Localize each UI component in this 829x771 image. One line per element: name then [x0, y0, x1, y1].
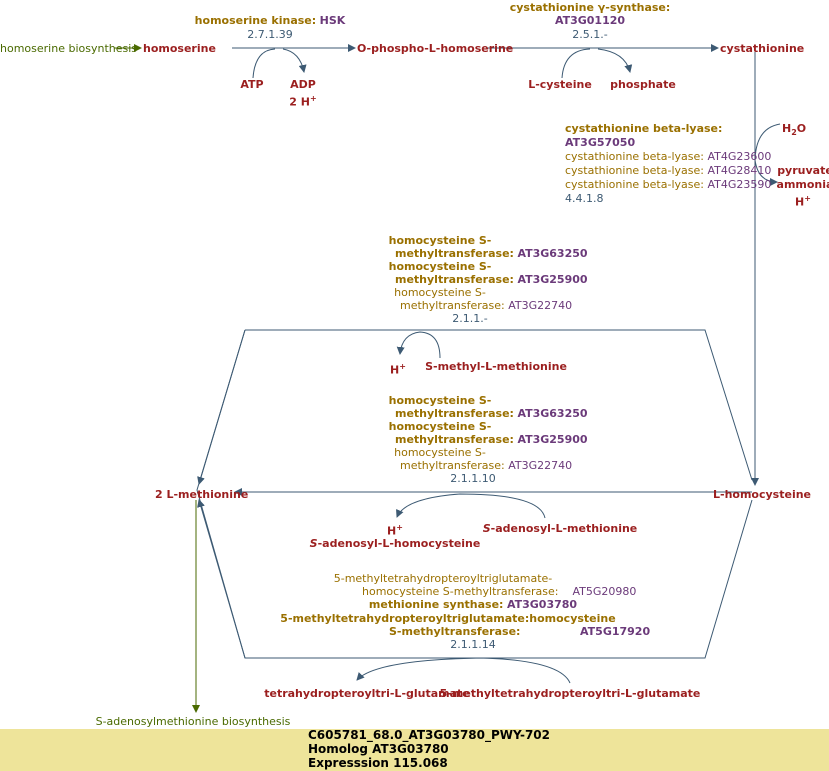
gene[interactable]: AT5G17920: [580, 625, 651, 638]
enzyme-row[interactable]: methionine synthase: AT3G03780: [369, 598, 577, 611]
enzyme-name: methyltransferase:: [400, 299, 505, 312]
ec-number[interactable]: 2.7.1.39: [247, 28, 293, 41]
enzyme-name[interactable]: homocysteine S-: [394, 286, 486, 299]
gene-at3g57050[interactable]: AT3G57050: [565, 136, 636, 149]
enzyme-name: methyltransferase:: [395, 407, 514, 420]
enzyme-name: methyltransferase:: [400, 459, 505, 472]
gene[interactable]: AT3G22740: [508, 299, 573, 312]
enzyme-name: cystathionine beta-lyase:: [565, 150, 704, 163]
compound-o-phospho-l-homoserine[interactable]: O-phospho-L-homoserine: [357, 42, 514, 55]
label: -adenosyl-L-homocysteine: [317, 537, 481, 550]
italic-s: S: [482, 522, 491, 535]
compound-h2o[interactable]: H2O: [782, 122, 806, 139]
ec-number[interactable]: 2.1.1.14: [450, 638, 496, 651]
label: H: [390, 363, 400, 377]
gene[interactable]: AT4G23590: [707, 178, 772, 191]
label: O: [796, 122, 807, 135]
enzyme-row[interactable]: cystathionine beta-lyase: AT4G23590: [565, 178, 771, 191]
enzyme-row[interactable]: methyltransferase: AT3G63250: [395, 247, 588, 260]
charge: +: [804, 194, 811, 203]
info-panel: C605781_68.0_AT3G03780_PWY-702 Homolog A…: [0, 729, 829, 771]
compound-h-plus[interactable]: H+: [390, 360, 406, 377]
enzyme-name: homoserine kinase:: [194, 14, 317, 27]
ec-number[interactable]: 2.1.1.10: [450, 472, 496, 485]
gene[interactable]: AT3G03780: [506, 598, 578, 611]
gene-hsk[interactable]: HSK: [319, 14, 346, 27]
ec-number[interactable]: 2.5.1.-: [572, 28, 608, 41]
compound-cystathionine[interactable]: cystathionine: [720, 42, 805, 55]
compound-2h[interactable]: 2 H+: [289, 92, 316, 109]
enzyme-name[interactable]: homocysteine S-: [388, 260, 492, 273]
gene-at3g01120[interactable]: AT3G01120: [554, 14, 626, 27]
charge: +: [396, 523, 403, 532]
ec-number[interactable]: 4.4.1.8: [565, 192, 604, 205]
gene[interactable]: AT3G22740: [508, 459, 573, 472]
enzyme-name: cystathionine beta-lyase:: [565, 164, 704, 177]
gene[interactable]: AT5G20980: [572, 585, 637, 598]
compound-phosphate[interactable]: phosphate: [610, 78, 676, 91]
enzyme-row[interactable]: methyltransferase: AT3G22740: [400, 459, 572, 472]
enzyme-name[interactable]: S-methyltransferase:: [389, 625, 521, 638]
enzyme-name: cystathionine beta-lyase:: [565, 178, 704, 191]
reaction-cgs-enzyme[interactable]: cystathionine γ-synthase:: [509, 1, 671, 14]
subscript: 2: [791, 128, 797, 138]
panel-homolog: Homolog AT3G03780: [308, 742, 449, 756]
enzyme-name: methionine synthase:: [368, 598, 504, 611]
compound-s-methyl-l-methionine[interactable]: S-methyl-L-methionine: [425, 360, 567, 373]
enzyme-row[interactable]: methyltransferase: AT3G25900: [395, 273, 588, 286]
link-s-adenosylmethionine-biosynthesis[interactable]: S-adenosylmethionine biosynthesis: [95, 715, 291, 728]
gene[interactable]: AT3G63250: [517, 247, 588, 260]
compound-h-plus[interactable]: H+: [387, 521, 403, 538]
gene[interactable]: AT4G23600: [707, 150, 772, 163]
charge: +: [310, 94, 317, 103]
italic-s: S: [309, 537, 318, 550]
compound-l-homocysteine[interactable]: L-homocysteine: [713, 488, 812, 501]
enzyme-row[interactable]: methyltransferase: AT3G25900: [395, 433, 588, 446]
reaction-hsk-enzyme[interactable]: homoserine kinase: HSK: [195, 14, 346, 27]
ec-number[interactable]: 2.1.1.-: [452, 312, 488, 325]
enzyme-name: methyltransferase:: [395, 273, 514, 286]
enzyme-name[interactable]: 5-methyltetrahydropteroyltriglutamate-: [333, 572, 553, 585]
enzyme-name[interactable]: 5-methyltetrahydropteroyltriglutamate:ho…: [280, 612, 616, 625]
compound-atp[interactable]: ATP: [240, 78, 264, 91]
label: H: [387, 524, 397, 538]
compound-5-methyltetrahydropteroyltri-l-glutamate[interactable]: 5-methyltetrahydropteroyltri-L-glutamate: [439, 687, 701, 700]
enzyme-row[interactable]: methyltransferase: AT3G22740: [400, 299, 572, 312]
enzyme-name[interactable]: homocysteine S-: [388, 394, 492, 407]
enzyme-row[interactable]: cystathionine beta-lyase: AT4G23600: [565, 150, 771, 163]
compound-h-plus[interactable]: H+: [795, 192, 811, 209]
compound-homoserine[interactable]: homoserine: [143, 42, 216, 55]
compound-s-adenosyl-l-methionine[interactable]: S-adenosyl-L-methionine: [483, 522, 638, 535]
compound-tetrahydropteroyltri-l-glutamate[interactable]: tetrahydropteroyltri-L-glutamate: [264, 687, 470, 700]
enzyme-name: homocysteine S-methyltransferase:: [362, 585, 559, 598]
panel-expression: Expresssion 115.068: [308, 756, 448, 770]
enzyme-name[interactable]: homocysteine S-: [388, 234, 492, 247]
enzyme-row[interactable]: homocysteine S-methyltransferase: AT5G20…: [362, 585, 636, 598]
compound-pyruvate[interactable]: pyruvate: [777, 164, 829, 177]
compound-l-cysteine[interactable]: L-cysteine: [528, 78, 592, 91]
label: 2 H: [289, 95, 310, 109]
compound-l-methionine[interactable]: 2 L-methionine: [155, 488, 249, 501]
enzyme-name[interactable]: homocysteine S-: [394, 446, 486, 459]
compound-s-adenosyl-l-homocysteine[interactable]: S-adenosyl-L-homocysteine: [310, 537, 481, 550]
enzyme-row[interactable]: methyltransferase: AT3G63250: [395, 407, 588, 420]
gene[interactable]: AT4G28410: [707, 164, 772, 177]
enzyme-name[interactable]: homocysteine S-: [388, 420, 492, 433]
compound-adp[interactable]: ADP: [290, 78, 316, 91]
label: H: [795, 195, 805, 209]
gene[interactable]: AT3G25900: [517, 433, 588, 446]
enzyme-name: methyltransferase:: [395, 247, 514, 260]
panel-id: C605781_68.0_AT3G03780_PWY-702: [308, 728, 550, 742]
charge: +: [399, 362, 406, 371]
label: -adenosyl-L-methionine: [490, 522, 638, 535]
enzyme-row[interactable]: cystathionine beta-lyase: AT4G28410: [565, 164, 771, 177]
compound-ammonia[interactable]: ammonia: [776, 178, 829, 191]
link-homoserine-biosynthesis[interactable]: homoserine biosynthesis: [0, 42, 138, 55]
enzyme-name: methyltransferase:: [395, 433, 514, 446]
reaction-cbl-enzyme[interactable]: cystathionine beta-lyase:: [565, 122, 723, 135]
gene[interactable]: AT3G63250: [517, 407, 588, 420]
gene[interactable]: AT3G25900: [517, 273, 588, 286]
label: H: [782, 122, 792, 135]
